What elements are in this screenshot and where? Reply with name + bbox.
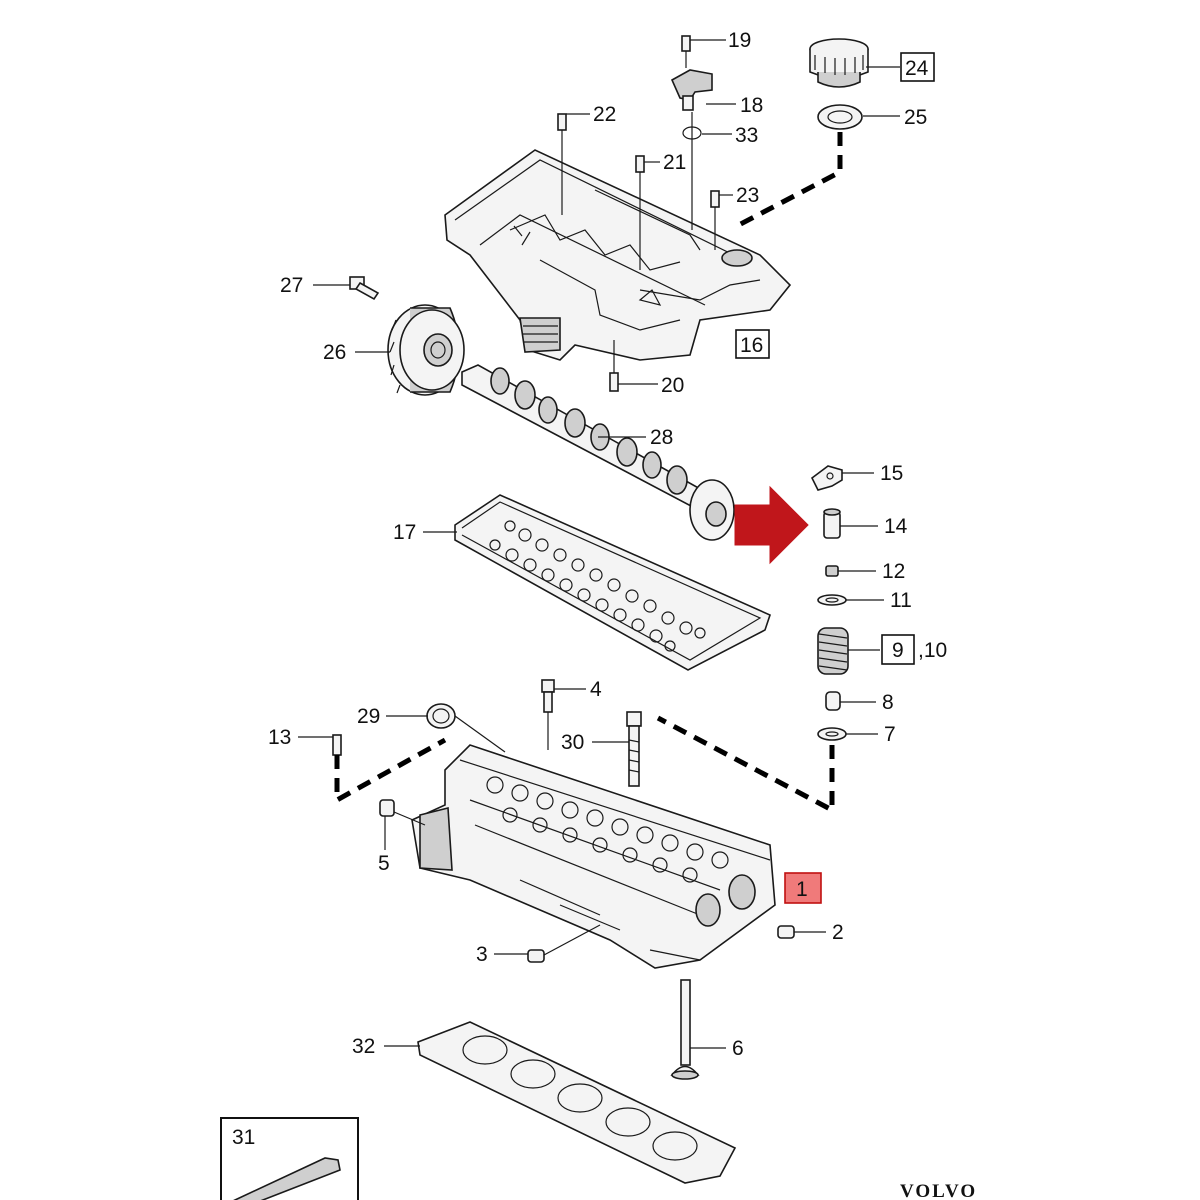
spring-retainer[interactable]	[817, 594, 847, 606]
sensor-18[interactable]	[670, 35, 713, 230]
dowel-2[interactable]	[777, 925, 795, 939]
highlight-arrow	[734, 485, 809, 565]
filler-cap-seal[interactable]	[817, 104, 863, 130]
callout-6: 6	[732, 1037, 744, 1060]
assembly-path-valve	[656, 715, 835, 815]
camshaft-cover[interactable]	[444, 149, 792, 361]
valve[interactable]	[670, 979, 700, 1080]
cover-gasket[interactable]	[454, 494, 771, 671]
callout-7: 7	[884, 723, 896, 746]
callout-13: 13	[268, 726, 291, 749]
callout-24: 24	[905, 57, 929, 80]
seal-29[interactable]	[426, 703, 456, 729]
assembly-path-13	[334, 737, 447, 805]
leader-lines	[298, 39, 900, 1049]
valve-collet[interactable]	[825, 565, 839, 577]
dowel-3[interactable]	[527, 949, 545, 963]
bolt-27[interactable]	[349, 276, 380, 301]
callout-29: 29	[357, 705, 380, 728]
callout-labels: 19 24 18 22 25 33 21 23 27 16 26 20 28 1…	[232, 29, 947, 1149]
bolt-21[interactable]	[635, 155, 645, 270]
callout-9-box	[881, 634, 915, 665]
tool-box-31[interactable]	[220, 1117, 359, 1200]
callout-23: 23	[736, 184, 759, 207]
valve-stem-seal[interactable]	[825, 691, 841, 711]
camshaft-sprocket[interactable]	[387, 304, 465, 396]
callout-22: 22	[593, 103, 616, 126]
callout-9: 9	[892, 639, 904, 662]
head-bolt[interactable]	[626, 711, 642, 787]
oil-filler-cap[interactable]	[809, 38, 869, 88]
callout-15: 15	[880, 462, 903, 485]
callout-21: 21	[663, 151, 686, 174]
callout-20: 20	[661, 374, 684, 397]
callout-10: ,10	[918, 639, 947, 662]
callout-25: 25	[904, 106, 927, 129]
callout-3: 3	[476, 943, 488, 966]
callout-27: 27	[280, 274, 303, 297]
callout-32: 32	[352, 1035, 375, 1058]
callout-11: 11	[890, 589, 912, 612]
callout-2: 2	[832, 921, 844, 944]
callout-8: 8	[882, 691, 894, 714]
callout-31: 31	[232, 1126, 255, 1149]
bolt-4[interactable]	[541, 679, 555, 750]
bolt-13[interactable]	[332, 734, 342, 756]
valve-spring[interactable]	[817, 627, 849, 675]
callout-24-box	[900, 52, 935, 82]
callout-16-box	[735, 329, 770, 359]
camshaft[interactable]	[461, 364, 735, 541]
cylinder-head[interactable]	[411, 744, 776, 969]
callout-16: 16	[740, 334, 763, 357]
callout-1: 1	[796, 878, 808, 901]
callout-26: 26	[323, 341, 346, 364]
rocker-arm[interactable]	[810, 465, 843, 491]
callout-28: 28	[650, 426, 673, 449]
bolt-23[interactable]	[710, 190, 720, 250]
callout-4: 4	[590, 678, 602, 701]
callout-19: 19	[728, 29, 751, 52]
callout-30: 30	[561, 731, 584, 754]
callout-14: 14	[884, 515, 908, 538]
head-gasket[interactable]	[417, 1021, 737, 1184]
callout-17: 17	[393, 521, 416, 544]
assembly-path-24	[733, 132, 843, 230]
callout-5: 5	[378, 852, 390, 875]
brand-logo-text: VOLVO	[900, 1181, 977, 1200]
dowel-5[interactable]	[379, 799, 395, 817]
callout-12: 12	[882, 560, 905, 583]
bolt-20[interactable]	[609, 340, 619, 392]
spring-seat[interactable]	[817, 727, 847, 741]
callout-18: 18	[740, 94, 763, 117]
bolt-22[interactable]	[557, 113, 567, 215]
callout-33: 33	[735, 124, 758, 147]
hydraulic-lifter[interactable]	[823, 508, 841, 539]
callout-1-box	[784, 872, 822, 904]
